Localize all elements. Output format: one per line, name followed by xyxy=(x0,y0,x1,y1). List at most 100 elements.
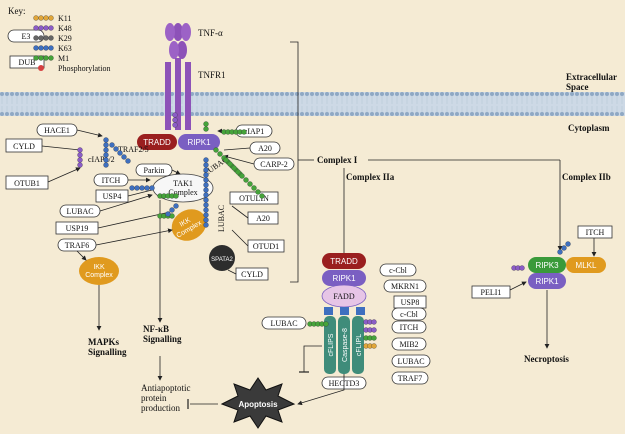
ikk-left-label-line1: IKK xyxy=(93,264,105,271)
caspase8-node xyxy=(338,316,350,374)
ubiquitin-chain xyxy=(363,343,377,349)
cyld-left-node xyxy=(5,138,43,153)
mapks-label-line1: MAPKs xyxy=(88,337,119,347)
ubiquitin-chain xyxy=(109,142,131,164)
tnfr1-label: TNFR1 xyxy=(198,70,226,80)
itch-iia-label: ITCH xyxy=(400,323,419,332)
extracellular-label-line2: Space xyxy=(566,82,589,92)
mkrn1-label: MKRN1 xyxy=(391,282,419,291)
tradd-label: TRADD xyxy=(143,138,171,147)
apoptosis-star xyxy=(220,377,296,429)
ubiquitin-chain xyxy=(363,319,377,325)
antiapop-label-line3: production xyxy=(141,403,180,413)
tradd-node xyxy=(137,134,177,150)
itch-iia-node xyxy=(391,320,427,334)
tnfr1-receptor xyxy=(165,58,191,130)
cflips-inhibit-line xyxy=(303,345,322,372)
mlkl-label: MLKL xyxy=(576,261,597,270)
complex-i-bracket xyxy=(290,41,299,283)
ubiquitin-chain xyxy=(221,129,247,135)
cflips-node xyxy=(324,316,336,374)
key-title: Key: xyxy=(8,6,26,16)
dd-domains xyxy=(324,307,365,315)
itch-c1-label: ITCH xyxy=(102,176,121,185)
caspase8-label: Caspase-8 xyxy=(342,328,349,362)
legend-item-label: M1 xyxy=(58,54,69,63)
ubiquitin-chain xyxy=(129,185,155,191)
ubiquitin-chain xyxy=(165,203,179,217)
lubac-vertical-label: LUBAC xyxy=(217,205,226,232)
spata2-node xyxy=(209,245,235,271)
otub1-label: OTUB1 xyxy=(14,179,40,188)
ikk-complex-node xyxy=(171,209,207,241)
hace1-label: HACE1 xyxy=(44,126,70,135)
otub1-node xyxy=(5,175,49,190)
legend-item-label: K29 xyxy=(58,34,72,43)
peli1-node xyxy=(471,285,511,299)
antiapop-label-line2: protein xyxy=(141,393,167,403)
cflips-label: cFLIPS xyxy=(328,333,335,356)
ubiquitin-chain xyxy=(103,137,109,168)
cflipl-node xyxy=(352,316,364,374)
complex-iib-label: Complex IIb xyxy=(562,172,611,182)
traf7-label: TRAF7 xyxy=(398,374,422,383)
tak1-complex-label-line2: Complex xyxy=(168,188,197,197)
tnf-alpha-ligand xyxy=(165,23,191,59)
necroptosis-label: Necroptosis xyxy=(524,354,569,364)
complex-iia-label: Complex IIa xyxy=(346,172,395,182)
fadd-label: FADD xyxy=(333,292,354,301)
itch-iib-label: ITCH xyxy=(586,228,605,237)
legend-item: K11 xyxy=(33,14,71,23)
dub-legend-label: DUB xyxy=(19,58,36,67)
tradd-iia-label: TRADD xyxy=(330,257,358,266)
cell-membrane xyxy=(0,92,625,116)
legend-item: Phosphorylation xyxy=(38,64,110,73)
extracellular-label-line1: Extracellular xyxy=(566,72,617,82)
ikk-complex-label-line1: IKK xyxy=(179,217,193,229)
legend-item-label: Phosphorylation xyxy=(58,64,110,73)
apoptosis-label: Apoptosis xyxy=(238,400,278,409)
ubiquitin-chain xyxy=(223,157,265,199)
nfkb-label-line1: NF-κB xyxy=(143,324,169,334)
legend-item-label: K63 xyxy=(58,44,72,53)
traf-label: TRAF2/5 xyxy=(118,145,149,154)
ciap1-label: cIAP1 xyxy=(244,127,264,136)
ubiquitin-chain xyxy=(203,157,209,228)
lubac-iia-right-label: LUBAC xyxy=(397,357,424,366)
ubiquitin-chain xyxy=(557,241,571,255)
mib2-label: MIB2 xyxy=(399,340,418,349)
ripk3-label: RIPK3 xyxy=(535,261,559,270)
mapks-label-line2: Signalling xyxy=(88,347,127,357)
ikk-left-label-line2: Complex xyxy=(85,272,113,279)
legend-item: M1 xyxy=(33,54,69,63)
cflipl-label: cFLIPL xyxy=(356,334,363,356)
mib2-node xyxy=(391,337,427,351)
ccbl-top-label: c-Cbl xyxy=(389,266,408,275)
tradd-iia-node xyxy=(322,253,366,269)
lubac-iia-right-node xyxy=(391,354,431,368)
usp19-label: USP19 xyxy=(66,224,89,233)
ripk1-iia-label: RIPK1 xyxy=(332,274,356,283)
carp2-label: CARP-2 xyxy=(260,160,288,169)
lubac-left-label: LUBAC xyxy=(66,207,93,216)
traf6-label: TRAF6 xyxy=(65,241,89,250)
a20-bottom-label: A20 xyxy=(256,214,270,223)
spata2-label: SPATA2 xyxy=(211,257,233,263)
cyld-left-label: CYLD xyxy=(13,142,35,151)
ripk1-iia-node xyxy=(322,270,366,286)
traf7-node xyxy=(391,371,429,385)
legend-item: K29 xyxy=(33,34,72,43)
ubiquitin-chain xyxy=(172,112,178,128)
a20-top-label: A20 xyxy=(258,144,272,153)
ccbl-bottom-label: c-Cbl xyxy=(400,310,419,319)
cyld-right-label: CYLD xyxy=(241,270,263,279)
ripk1-iib-label: RIPK1 xyxy=(535,277,559,286)
ciap12-label: cIAP1/2 xyxy=(88,155,115,164)
ubiquitin-chain xyxy=(307,321,329,327)
